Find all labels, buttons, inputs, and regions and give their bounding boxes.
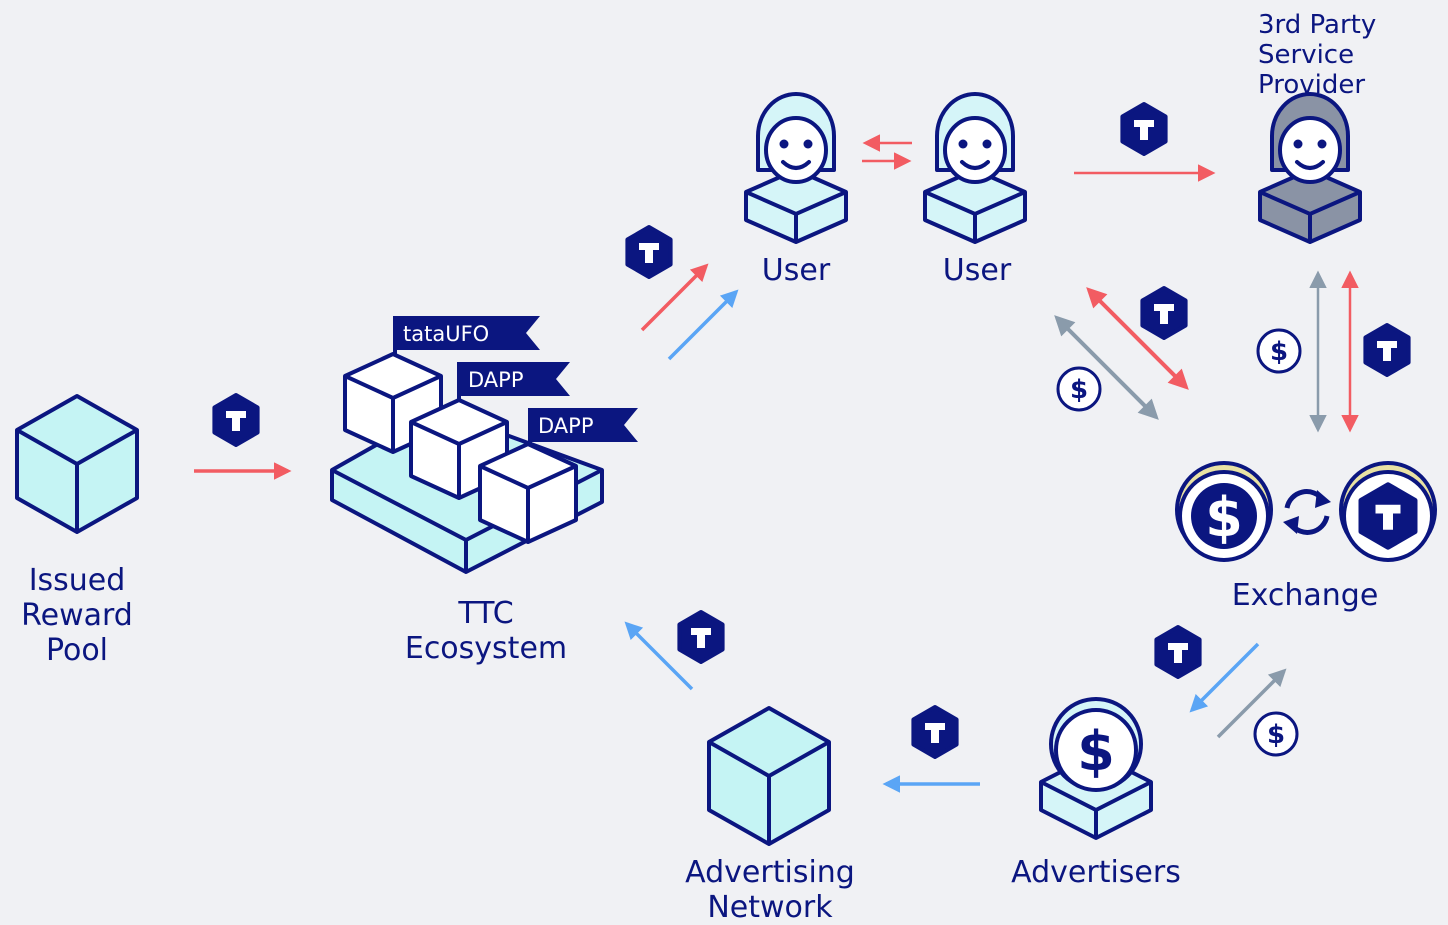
user-avatar-icon — [744, 92, 848, 244]
arrow-ecosystem-to-user-token — [640, 263, 709, 332]
dollar-coin-icon — [1256, 328, 1302, 374]
arrow-ecosystem-to-user-ad — [667, 289, 739, 361]
ad-network-cube-icon — [707, 706, 831, 846]
ecosystem-line-1: TTC — [458, 596, 514, 631]
exchange-label: Exchange — [1231, 578, 1379, 613]
ttc-token-icon — [911, 705, 959, 759]
exchange-dollar-coin-icon: $ — [1175, 461, 1273, 562]
provider-line-2: Service — [1258, 40, 1355, 70]
ttc-token-icon — [1154, 625, 1202, 679]
reward-pool-label: Issued Reward Pool — [0, 563, 154, 668]
flag-label-1: DAPP — [468, 368, 524, 392]
user-avatar-icon — [923, 92, 1027, 244]
dollar-coin-icon — [1253, 711, 1299, 757]
arrow-exchange-to-advertisers — [1189, 642, 1260, 713]
ecosystem-label: TTC Ecosystem — [376, 596, 596, 666]
ad-network-line-2: Network — [707, 890, 833, 925]
ttc-token-icon — [1140, 286, 1188, 340]
reward-pool-line-3: Pool — [45, 633, 109, 668]
reward-pool-cube-icon — [15, 394, 139, 534]
ttc-token-icon — [1120, 102, 1168, 156]
svg-text:$: $ — [1077, 720, 1115, 783]
ttc-token-icon — [1363, 323, 1411, 377]
ttc-token-icon — [212, 393, 260, 447]
provider-label: 3rd Party Service Provider — [1258, 10, 1428, 100]
dollar-coin-icon — [1056, 366, 1102, 412]
ad-network-label: Advertising Network — [650, 855, 890, 925]
arrow-advertisers-to-exchange — [1216, 668, 1287, 739]
provider-avatar-icon — [1258, 92, 1362, 244]
reward-pool-line-1: Issued — [28, 563, 126, 598]
ad-network-line-1: Advertising — [685, 855, 855, 890]
exchange-token-coin-icon — [1339, 461, 1437, 562]
ttc-token-icon — [625, 225, 673, 279]
ttc-ecosystem-icon: tataUFO DAPP DAPP — [330, 316, 638, 574]
provider-line-1: 3rd Party — [1258, 10, 1377, 40]
user-2-label: User — [942, 253, 1012, 288]
advertisers-label: Advertisers — [1011, 855, 1181, 890]
reward-pool-line-2: Reward — [21, 598, 133, 633]
arrow-user-exchange-cash — [1054, 315, 1159, 420]
dapp-flag-2: DAPP — [528, 408, 638, 470]
flag-label-2: DAPP — [538, 414, 594, 438]
advertisers-icon: $ — [1039, 697, 1153, 840]
svg-text:$: $ — [1205, 486, 1243, 549]
arrow-network-to-ecosystem — [624, 621, 694, 691]
exchange-cycle-icon — [1283, 489, 1331, 535]
flag-label-0: tataUFO — [403, 322, 489, 346]
ecosystem-line-2: Ecosystem — [404, 631, 568, 666]
user-1-label: User — [761, 253, 831, 288]
ttc-token-icon — [677, 610, 725, 664]
dapp-flag-1: DAPP — [457, 362, 570, 428]
provider-line-3: Provider — [1258, 70, 1366, 100]
